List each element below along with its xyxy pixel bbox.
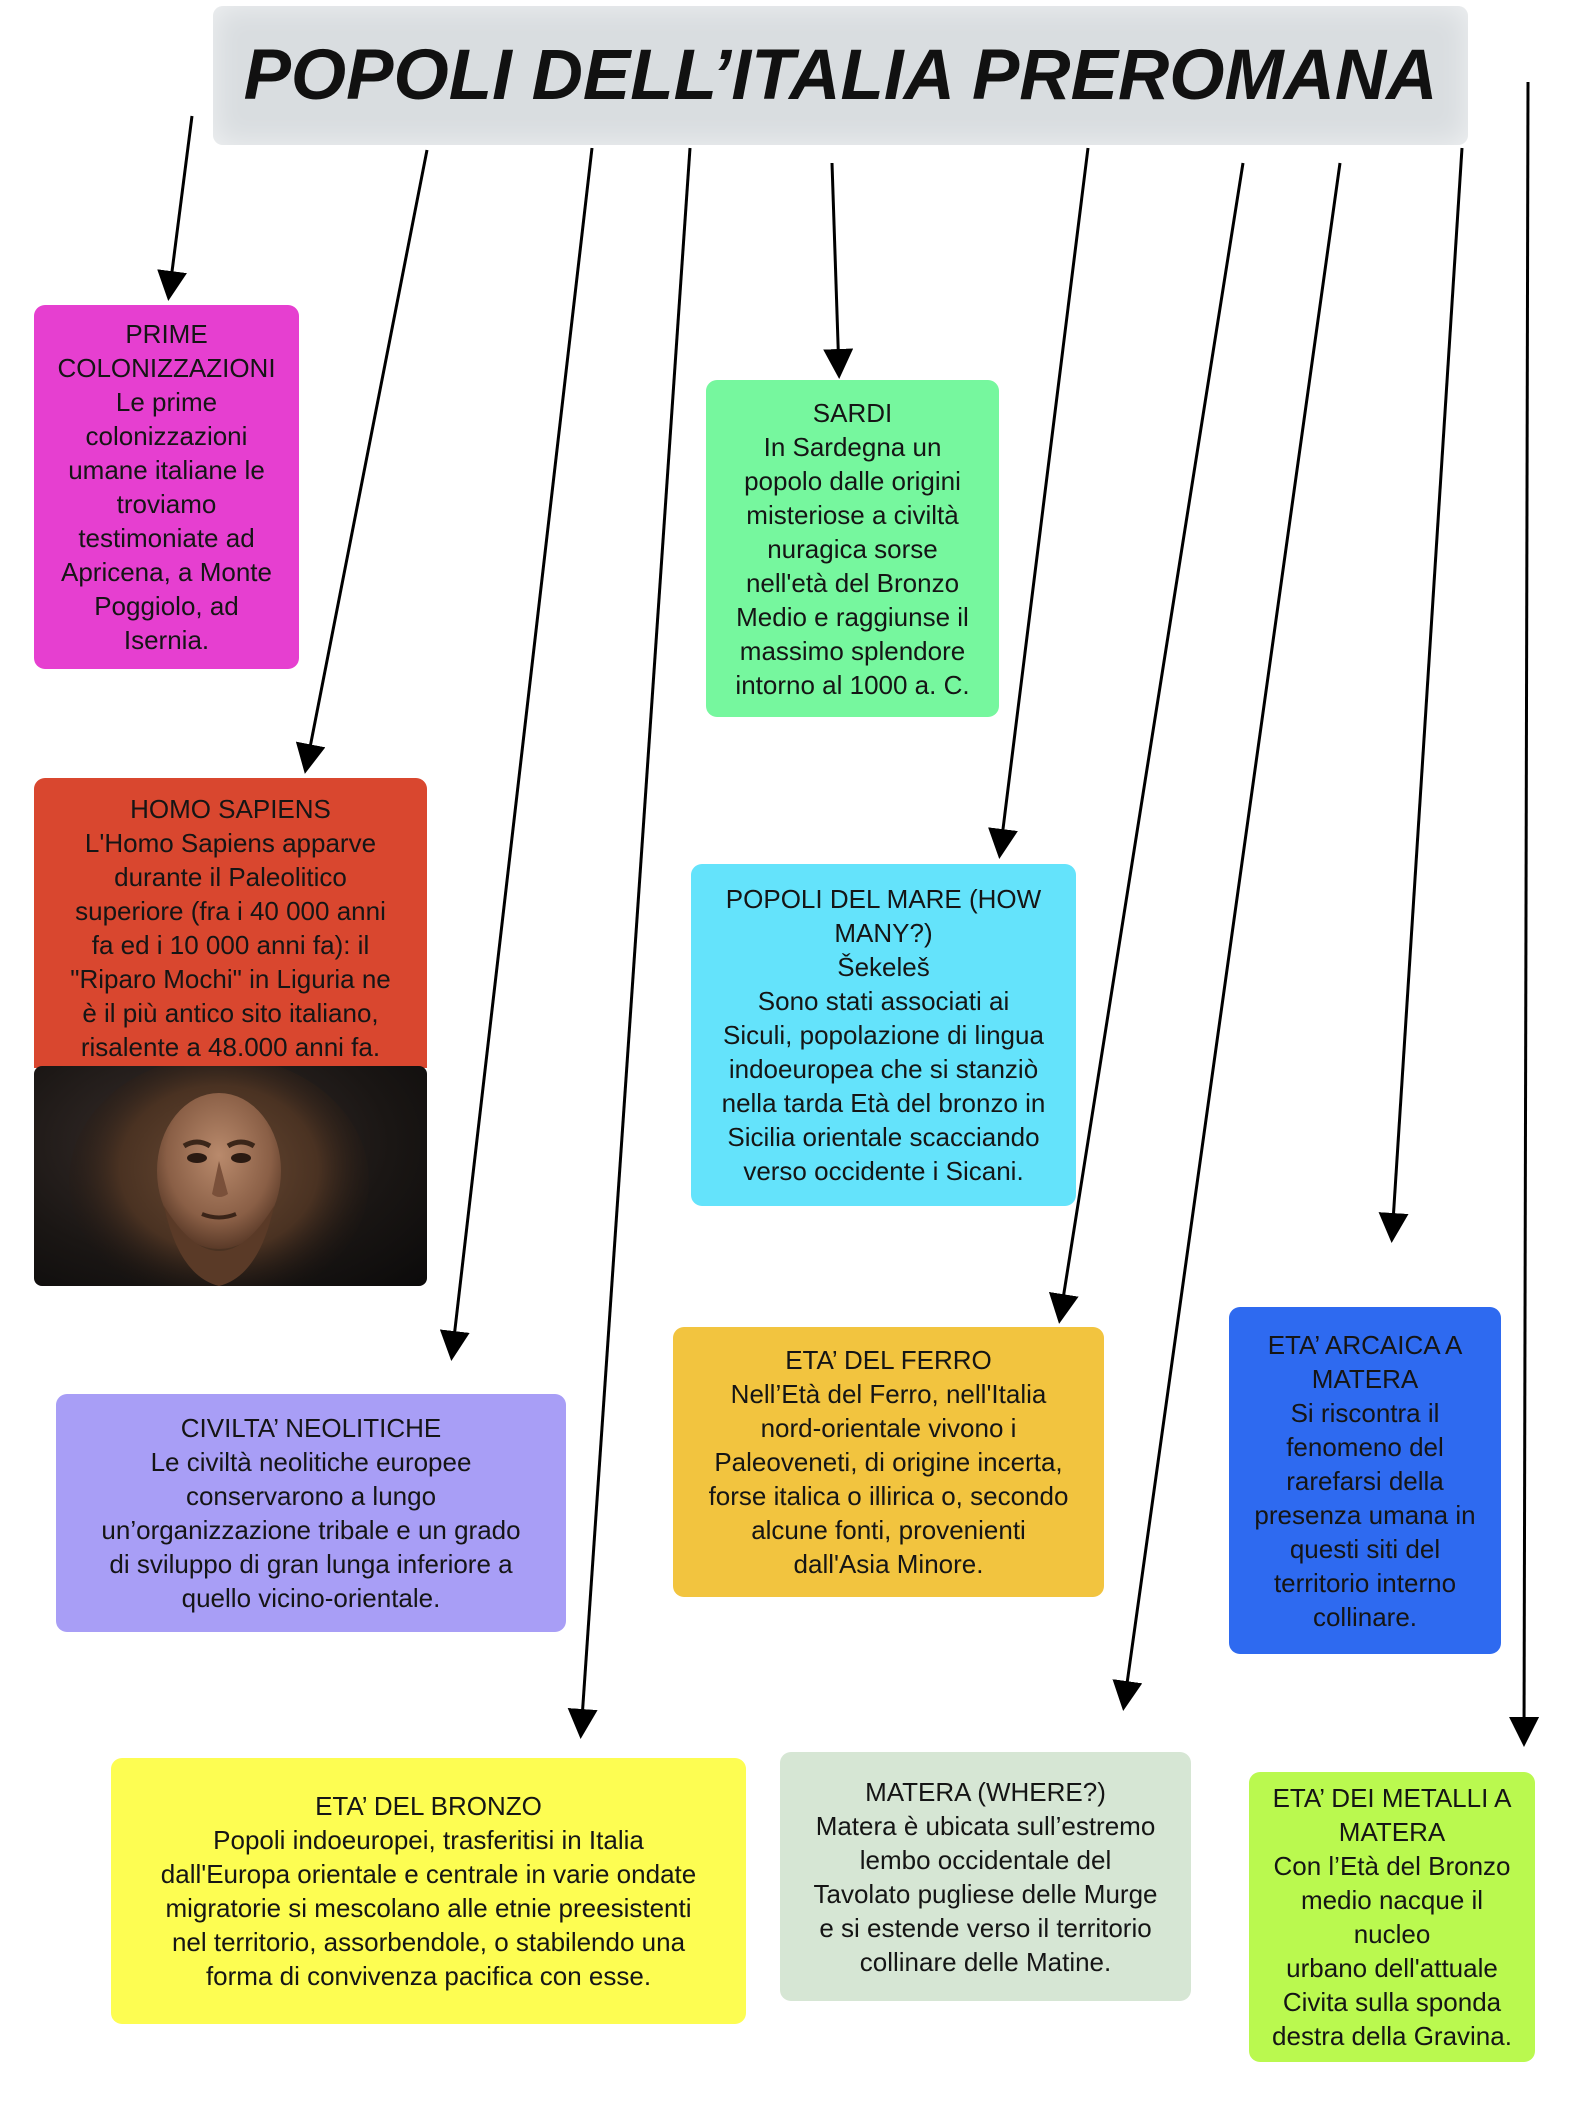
homo-sapiens-text: L'Homo Sapiens apparve durante il Paleol… [70, 828, 391, 1062]
civilta-neolitiche-heading: CIVILTA’ NEOLITICHE [180, 1413, 442, 1443]
eta-del-bronzo-text: Popoli indoeuropei, trasferitisi in Ital… [160, 1825, 697, 1991]
sardi-text: In Sardegna un popolo dalle origini mist… [735, 431, 970, 700]
eta-arcaica-text: Si riscontra il fenomeno del rarefarsi d… [1254, 1397, 1476, 1632]
title-banner: POPOLI DELL’ITALIA PREROMANA [213, 6, 1468, 145]
box-eta-dei-metalli-matera: ETA’ DEI METALLI A MATERA Con l’Età del … [1249, 1772, 1535, 2062]
arrow-to-sardi [823, 162, 854, 379]
box-popoli-del-mare: POPOLI DEL MARE (HOW MANY?) Šekeleš Sono… [691, 864, 1076, 1206]
box-prime-colonizzazioni: PRIME COLONIZZAZIONI Le prime colonizzaz… [34, 305, 299, 669]
matera-where-heading: MATERA (WHERE?) [865, 1776, 1106, 1807]
arrow-to-matera-where [1112, 162, 1342, 1711]
eta-del-ferro-text: Nell’Età del Ferro, nell'Italia nord-ori… [708, 1379, 1069, 1579]
arrow-to-eta-del-bronzo [567, 147, 692, 1739]
arrow-to-eta-del-ferro [1048, 162, 1245, 1324]
prime-colonizzazioni-text: Le prime colonizzazioni umane italiane l… [60, 387, 272, 655]
sardi-heading: SARDI [812, 397, 893, 428]
box-matera-where: MATERA (WHERE?) Matera è ubicata sull’es… [780, 1752, 1191, 2001]
eta-del-bronzo-heading: ETA’ DEL BRONZO [315, 1791, 542, 1821]
box-eta-del-bronzo: ETA’ DEL BRONZO Popoli indoeuropei, tras… [111, 1758, 746, 2024]
box-homo-sapiens: HOMO SAPIENS L'Homo Sapiens apparve dura… [34, 778, 427, 1068]
arrow-to-prime-colonizzazioni [157, 115, 194, 301]
popoli-del-mare-heading: POPOLI DEL MARE (HOW MANY?) Šekeleš [725, 884, 1042, 982]
page-title: POPOLI DELL’ITALIA PREROMANA [243, 36, 1438, 115]
civilta-neolitiche-text: Le civiltà neolitiche europee conservaro… [101, 1447, 521, 1613]
arrow-to-civilta-neolitiche [439, 147, 594, 1361]
homo-sapiens-heading: HOMO SAPIENS [130, 794, 331, 824]
eta-dei-metalli-heading: ETA’ DEI METALLI A MATERA [1272, 1783, 1512, 1847]
homo-sapiens-photo [34, 1066, 427, 1286]
eta-dei-metalli-text: Con l’Età del Bronzo medio nacque il nuc… [1272, 1851, 1512, 2051]
matera-where-text: Matera è ubicata sull’estremo lembo occi… [813, 1810, 1158, 1977]
popoli-del-mare-text: Sono stati associati ai Siculi, popolazi… [721, 986, 1046, 1186]
box-sardi: SARDI In Sardegna un popolo dalle origin… [706, 380, 999, 717]
arrow-to-eta-dei-metalli [1509, 81, 1540, 1747]
arrow-to-popoli-del-mare [988, 147, 1090, 859]
box-eta-arcaica-matera: ETA’ ARCAICA A MATERA Si riscontra il fe… [1229, 1307, 1501, 1654]
arrow-to-eta-arcaica [1378, 147, 1464, 1243]
prime-colonizzazioni-heading: PRIME COLONIZZAZIONI [57, 319, 276, 383]
arrow-to-homo-sapiens [295, 149, 429, 774]
eta-arcaica-heading: ETA’ ARCAICA A MATERA [1267, 1329, 1463, 1394]
box-civilta-neolitiche: CIVILTA’ NEOLITICHE Le civiltà neolitich… [56, 1394, 566, 1632]
box-eta-del-ferro: ETA’ DEL FERRO Nell’Età del Ferro, nell'… [673, 1327, 1104, 1597]
eta-del-ferro-heading: ETA’ DEL FERRO [785, 1345, 992, 1375]
